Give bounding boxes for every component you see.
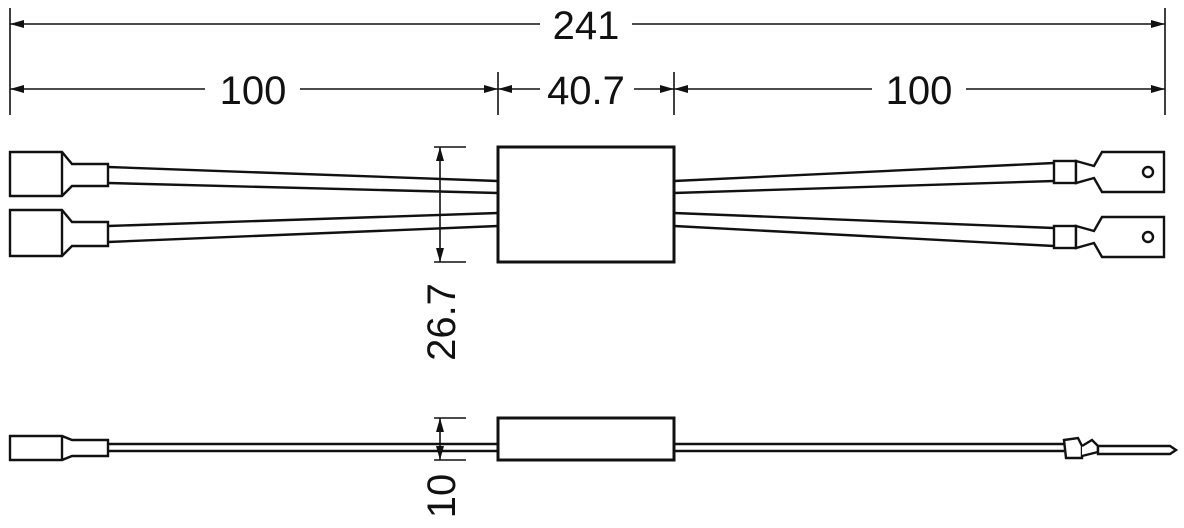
module-width-dimension: 26.7 [420,147,464,361]
right-lead-length-label: 100 [886,69,953,113]
left-lead-length-label: 100 [220,69,287,113]
module-length-label: 40.7 [547,69,625,113]
right-lead-dimension: 100 [674,69,1165,113]
module-box-side [496,416,676,462]
module-width-label: 26.7 [420,283,464,361]
female-connector-icon [8,208,110,258]
left-wires [107,165,499,244]
right-wires [673,161,1055,248]
left-lead-dimension: 100 [10,69,498,113]
overall-length-dimension: 241 [10,4,1165,48]
female-connector-icon [8,150,110,198]
module-height-label: 10 [420,474,464,519]
module-height-dimension: 10 [420,418,464,518]
module-length-dimension: 40.7 [498,69,674,113]
side-view [8,416,1179,462]
female-connector-side-icon [8,434,110,462]
spade-connector-icon [1052,215,1166,259]
spade-connector-icon [1052,150,1166,194]
spade-connector-side-icon [1062,436,1179,460]
top-view [8,145,1166,264]
side-wires [108,442,1064,453]
overall-length-label: 241 [553,4,620,48]
module-box [496,145,676,264]
